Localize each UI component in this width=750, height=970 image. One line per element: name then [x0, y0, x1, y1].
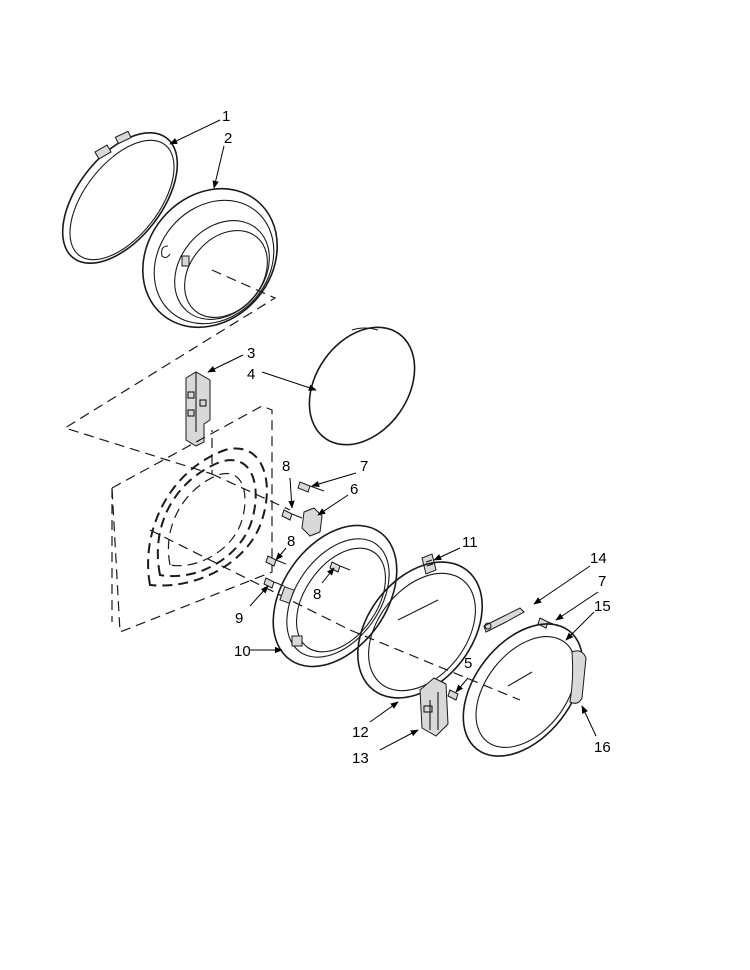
callout-2: 2: [224, 130, 232, 147]
callout-7-upper: 7: [360, 458, 368, 475]
callout-12: 12: [352, 724, 369, 741]
callout-16: 16: [594, 739, 611, 756]
callout-14: 14: [590, 550, 607, 567]
part-4-glass: [308, 326, 416, 446]
part-6-bracket: [301, 507, 323, 537]
part-13-handle: [419, 677, 449, 737]
alignment-lines: [63, 269, 521, 701]
leader-lines: [169, 119, 599, 751]
callout-11: 11: [462, 534, 478, 551]
screw-8-lower: [329, 561, 351, 573]
callout-10: 10: [234, 643, 251, 660]
callout-8-lower: 8: [313, 586, 321, 603]
part-3-bracket: [185, 371, 211, 447]
callout-13: 13: [352, 750, 369, 767]
callout-labels: 1 2 3 4 5 6 7 7 8 8 8 9 10 11 12 13 14 1…: [222, 108, 611, 767]
callout-8-middle: 8: [287, 533, 295, 550]
callout-6: 6: [350, 481, 358, 498]
part-16-handle-cover: [569, 650, 587, 704]
callout-7-right: 7: [598, 573, 606, 590]
cabinet-front-panel: [111, 405, 273, 633]
callout-1: 1: [222, 108, 230, 125]
screw-5: [447, 689, 459, 701]
screws: [263, 481, 559, 701]
part-1-clamp-ring: [61, 130, 179, 265]
callout-3: 3: [247, 345, 255, 362]
screw-8-upper: [281, 509, 303, 521]
callout-9: 9: [235, 610, 243, 627]
callout-15: 15: [594, 598, 611, 615]
screw-9: [263, 577, 285, 589]
screw-8-middle: [265, 555, 287, 567]
callout-5: 5: [464, 655, 472, 672]
part-2-door-boot: [141, 187, 279, 329]
callout-4: 4: [247, 366, 255, 383]
part-14-hinge: [483, 607, 525, 633]
part-15-outer-door: [462, 623, 584, 757]
part-12-inner-glass: [357, 561, 483, 699]
part-10-door-frame: [272, 524, 398, 668]
callout-8-upper: 8: [282, 458, 290, 475]
